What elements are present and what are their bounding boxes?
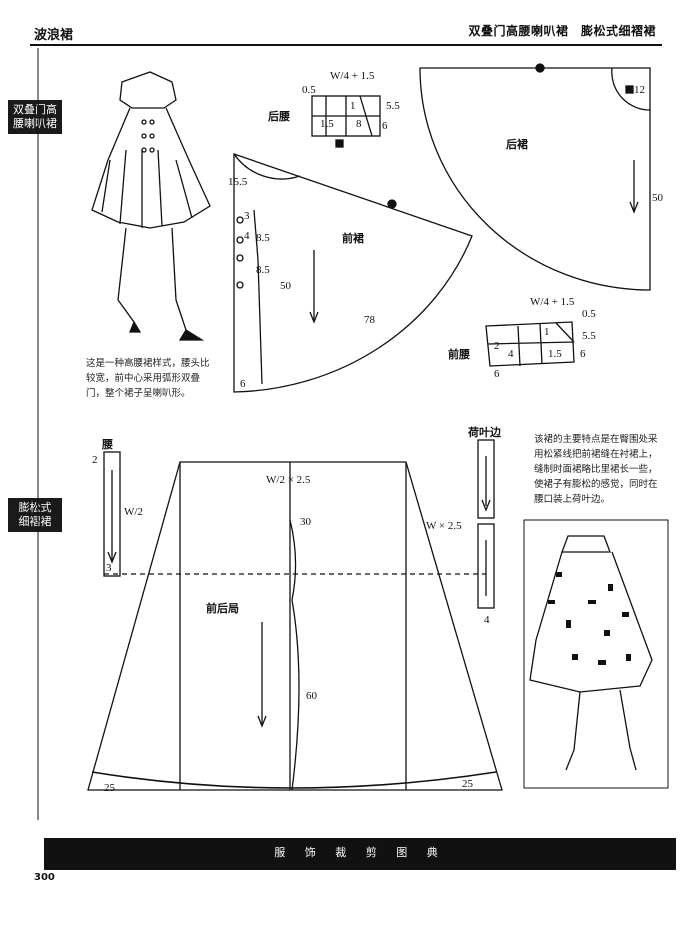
waistband-piece (103, 451, 121, 577)
ruffle-title: 荷叶边 (468, 426, 501, 439)
measure-label: 4 (484, 614, 490, 626)
main-skirt-formula: W/2 × 2.5 (266, 474, 311, 486)
back-skirt-piece (419, 67, 651, 291)
measure-label: 78 (364, 314, 375, 326)
waistband-title: 腰 (102, 438, 113, 451)
grain-dot (535, 63, 545, 73)
measure-label: 6 (240, 378, 246, 390)
measure-label: 4 (508, 348, 514, 360)
caption-gathered: 该裙的主要特点是在臀围处采用松紧线把前裙缝在衬裙上，缝制时面裙略比里裙长一些，使… (534, 434, 658, 505)
measure-label: 6 (580, 348, 586, 360)
measure-label: 2 (92, 454, 98, 466)
back-waist-title: 后腰 (268, 110, 290, 123)
main-skirt-piece (87, 461, 503, 791)
measure-label: 8.5 (256, 264, 270, 276)
measure-label: 5.5 (386, 100, 400, 112)
side-tag-line: 膨松式 (18, 501, 52, 514)
square-marker (625, 85, 634, 94)
book-title: 服 饰 裁 剪 图 典 (274, 846, 446, 859)
measure-label: 1.5 (320, 118, 334, 130)
measure-label: 4 (244, 230, 250, 242)
measure-label: 12 (634, 84, 645, 96)
illustration-frame (523, 519, 669, 789)
side-tag-puffy-gathered-skirt: 膨松式 细褶裙 (8, 498, 62, 532)
chapter-title: 双叠门高腰喇叭裙 膨松式细褶裙 (468, 24, 656, 38)
waistband-formula: W/2 (124, 506, 143, 518)
front-waist-title: 前腰 (448, 348, 470, 361)
ruffle-piece (477, 439, 495, 609)
front-waist-piece (485, 321, 575, 367)
skirt-illustration-top (91, 71, 211, 341)
grain-dot (387, 199, 397, 209)
measure-label: 8.5 (256, 232, 270, 244)
measure-label: 3 (106, 562, 112, 574)
measure-label: 1.5 (548, 348, 562, 360)
measure-label: 0.5 (582, 308, 596, 320)
measure-label: 6 (494, 368, 500, 380)
header-rule (30, 44, 662, 46)
section-title: 波浪裙 (34, 28, 74, 43)
print-dots (548, 572, 631, 665)
measure-label: 25 (462, 778, 473, 790)
measure-label: 3 (244, 210, 250, 222)
page-number: 300 (34, 872, 55, 883)
skirt-illustration-bottom (529, 535, 653, 771)
caption-double-breasted: 这是一种高腰裙样式，腰头比较宽，前中心采用弧形双叠门，整个裙子呈喇叭形。 (86, 358, 210, 399)
front-skirt-title: 前裙 (342, 232, 364, 245)
measure-label: 1 (350, 100, 356, 112)
measure-label: 5.5 (582, 330, 596, 342)
measure-label: 15.5 (228, 176, 248, 188)
side-tag-line: 细褶裙 (18, 515, 52, 528)
square-marker (335, 139, 344, 148)
side-tag-double-breasted-skirt: 双叠门高 腰喇叭裙 (8, 100, 62, 134)
measure-label: 60 (306, 690, 317, 702)
front-waist-formula: W/4 + 1.5 (530, 296, 575, 308)
back-skirt-title: 后裙 (506, 138, 528, 151)
measure-label: 0.5 (302, 84, 316, 96)
measure-label: 2 (494, 340, 500, 352)
measure-label: 25 (104, 782, 115, 794)
measure-label: 30 (300, 516, 311, 528)
front-skirt-piece (233, 153, 473, 393)
measure-label: 8 (356, 118, 362, 130)
main-skirt-title: 前后局 (206, 602, 239, 615)
measure-label: 50 (652, 192, 663, 204)
side-tag-line: 腰喇叭裙 (13, 117, 57, 130)
side-tag-line: 双叠门高 (13, 103, 57, 116)
footer-band (44, 838, 676, 870)
back-waist-piece (311, 95, 381, 137)
back-waist-formula: W/4 + 1.5 (330, 70, 375, 82)
measure-label: 6 (382, 120, 388, 132)
ruffle-formula: W × 2.5 (426, 520, 462, 532)
measure-label: 50 (280, 280, 291, 292)
measure-label: 1 (544, 326, 550, 338)
